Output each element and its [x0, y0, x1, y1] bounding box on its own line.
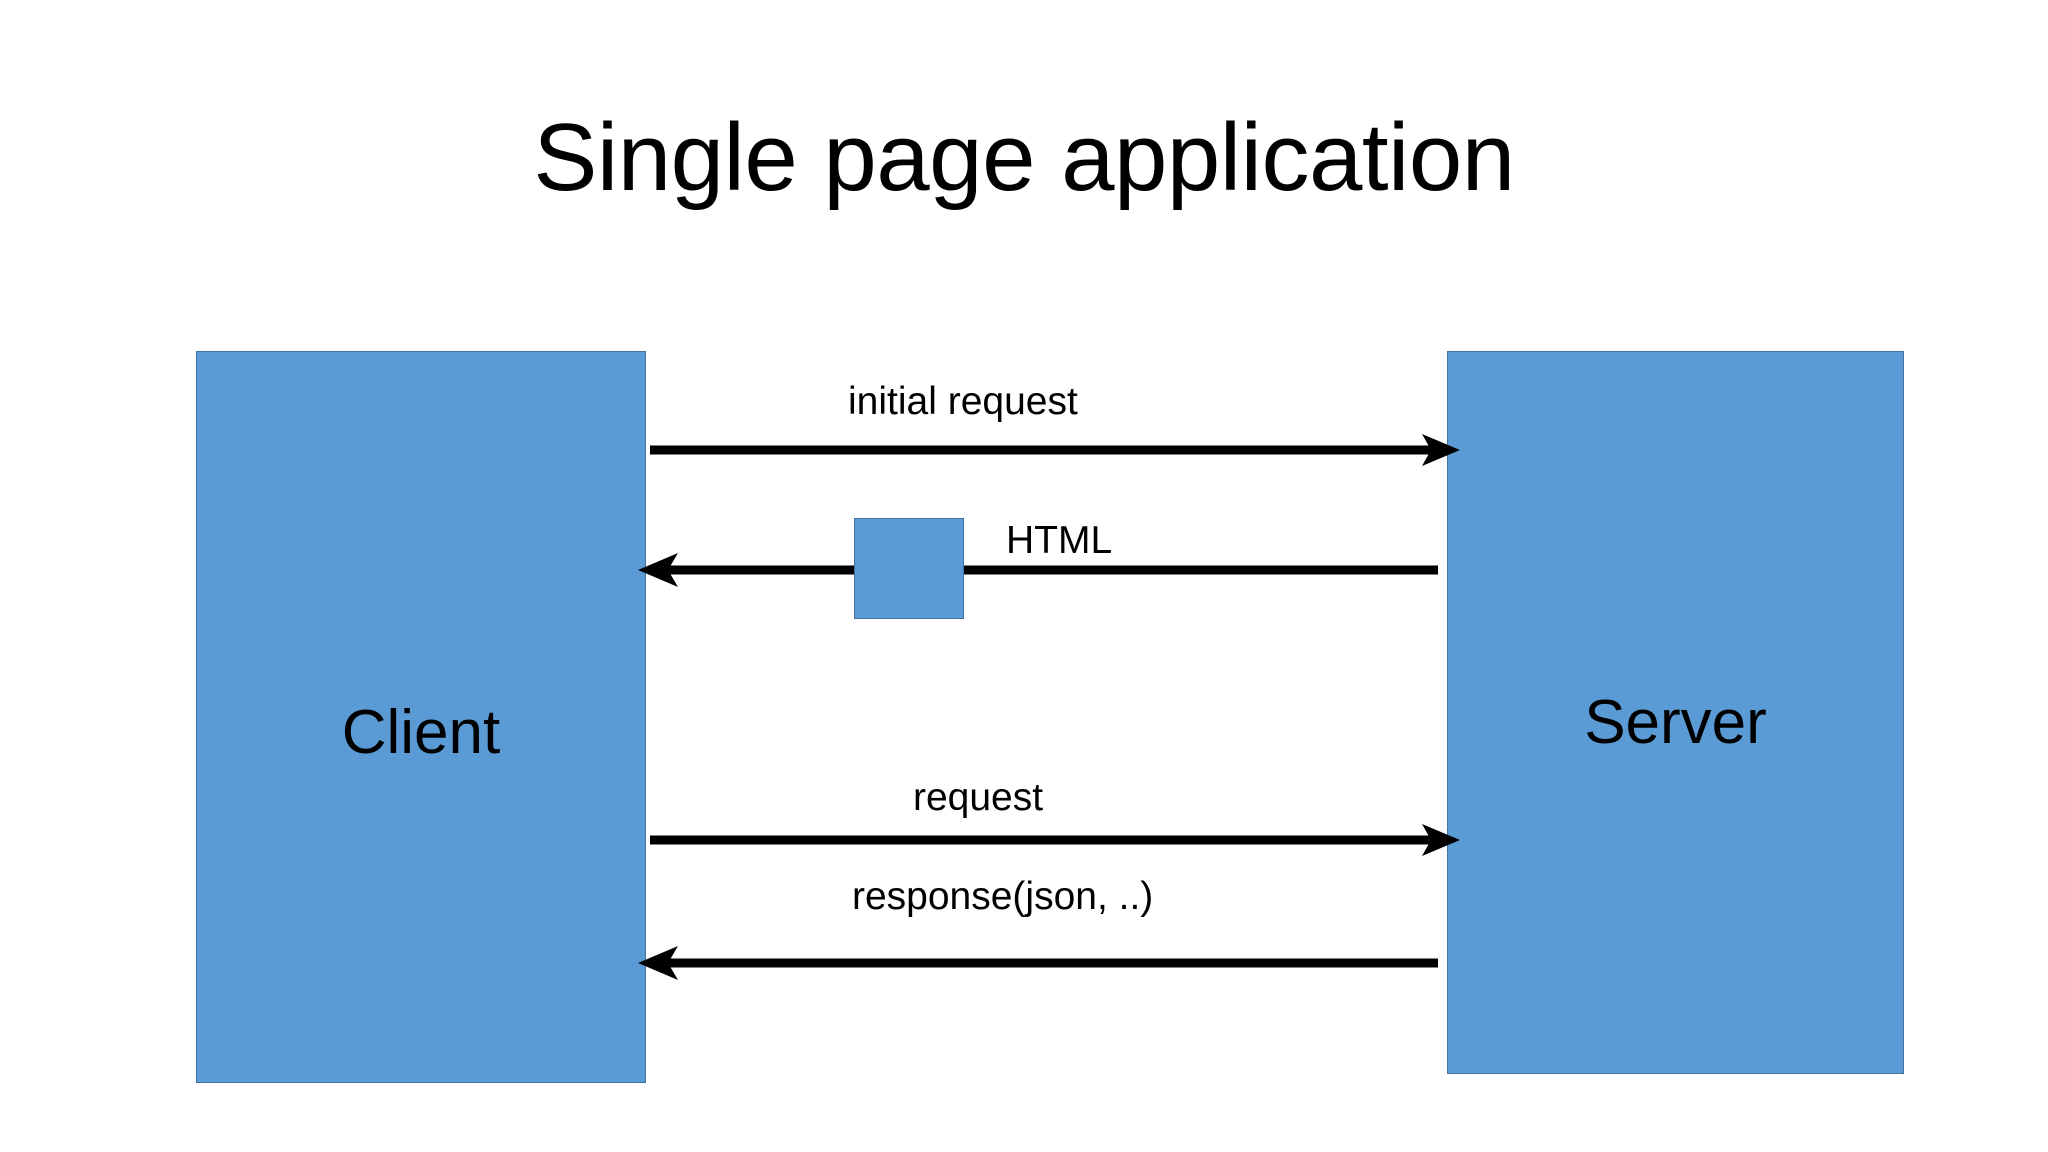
arrow-right-icon [650, 824, 1460, 856]
node-client[interactable]: Client [196, 351, 646, 1083]
flow-label-response: response(json, ..) [852, 875, 1154, 918]
html-payload-square[interactable] [854, 518, 964, 619]
flow-arrow-html [638, 550, 1438, 590]
arrow-right-icon [650, 434, 1460, 466]
flow-arrow-request [650, 820, 1460, 860]
node-server-label: Server [1584, 687, 1767, 757]
arrow-left-icon [638, 946, 1438, 980]
flow-label-html: HTML [1006, 519, 1113, 562]
arrow-left-icon [638, 553, 1438, 587]
flow-label-request: request [913, 776, 1044, 819]
flow-arrow-initial-request [650, 430, 1460, 470]
page-title: Single page application [533, 104, 1515, 211]
flow-label-initial-request: initial request [848, 380, 1078, 423]
flow-arrow-response [638, 943, 1438, 983]
node-server[interactable]: Server [1447, 351, 1904, 1074]
node-client-label: Client [341, 698, 501, 767]
